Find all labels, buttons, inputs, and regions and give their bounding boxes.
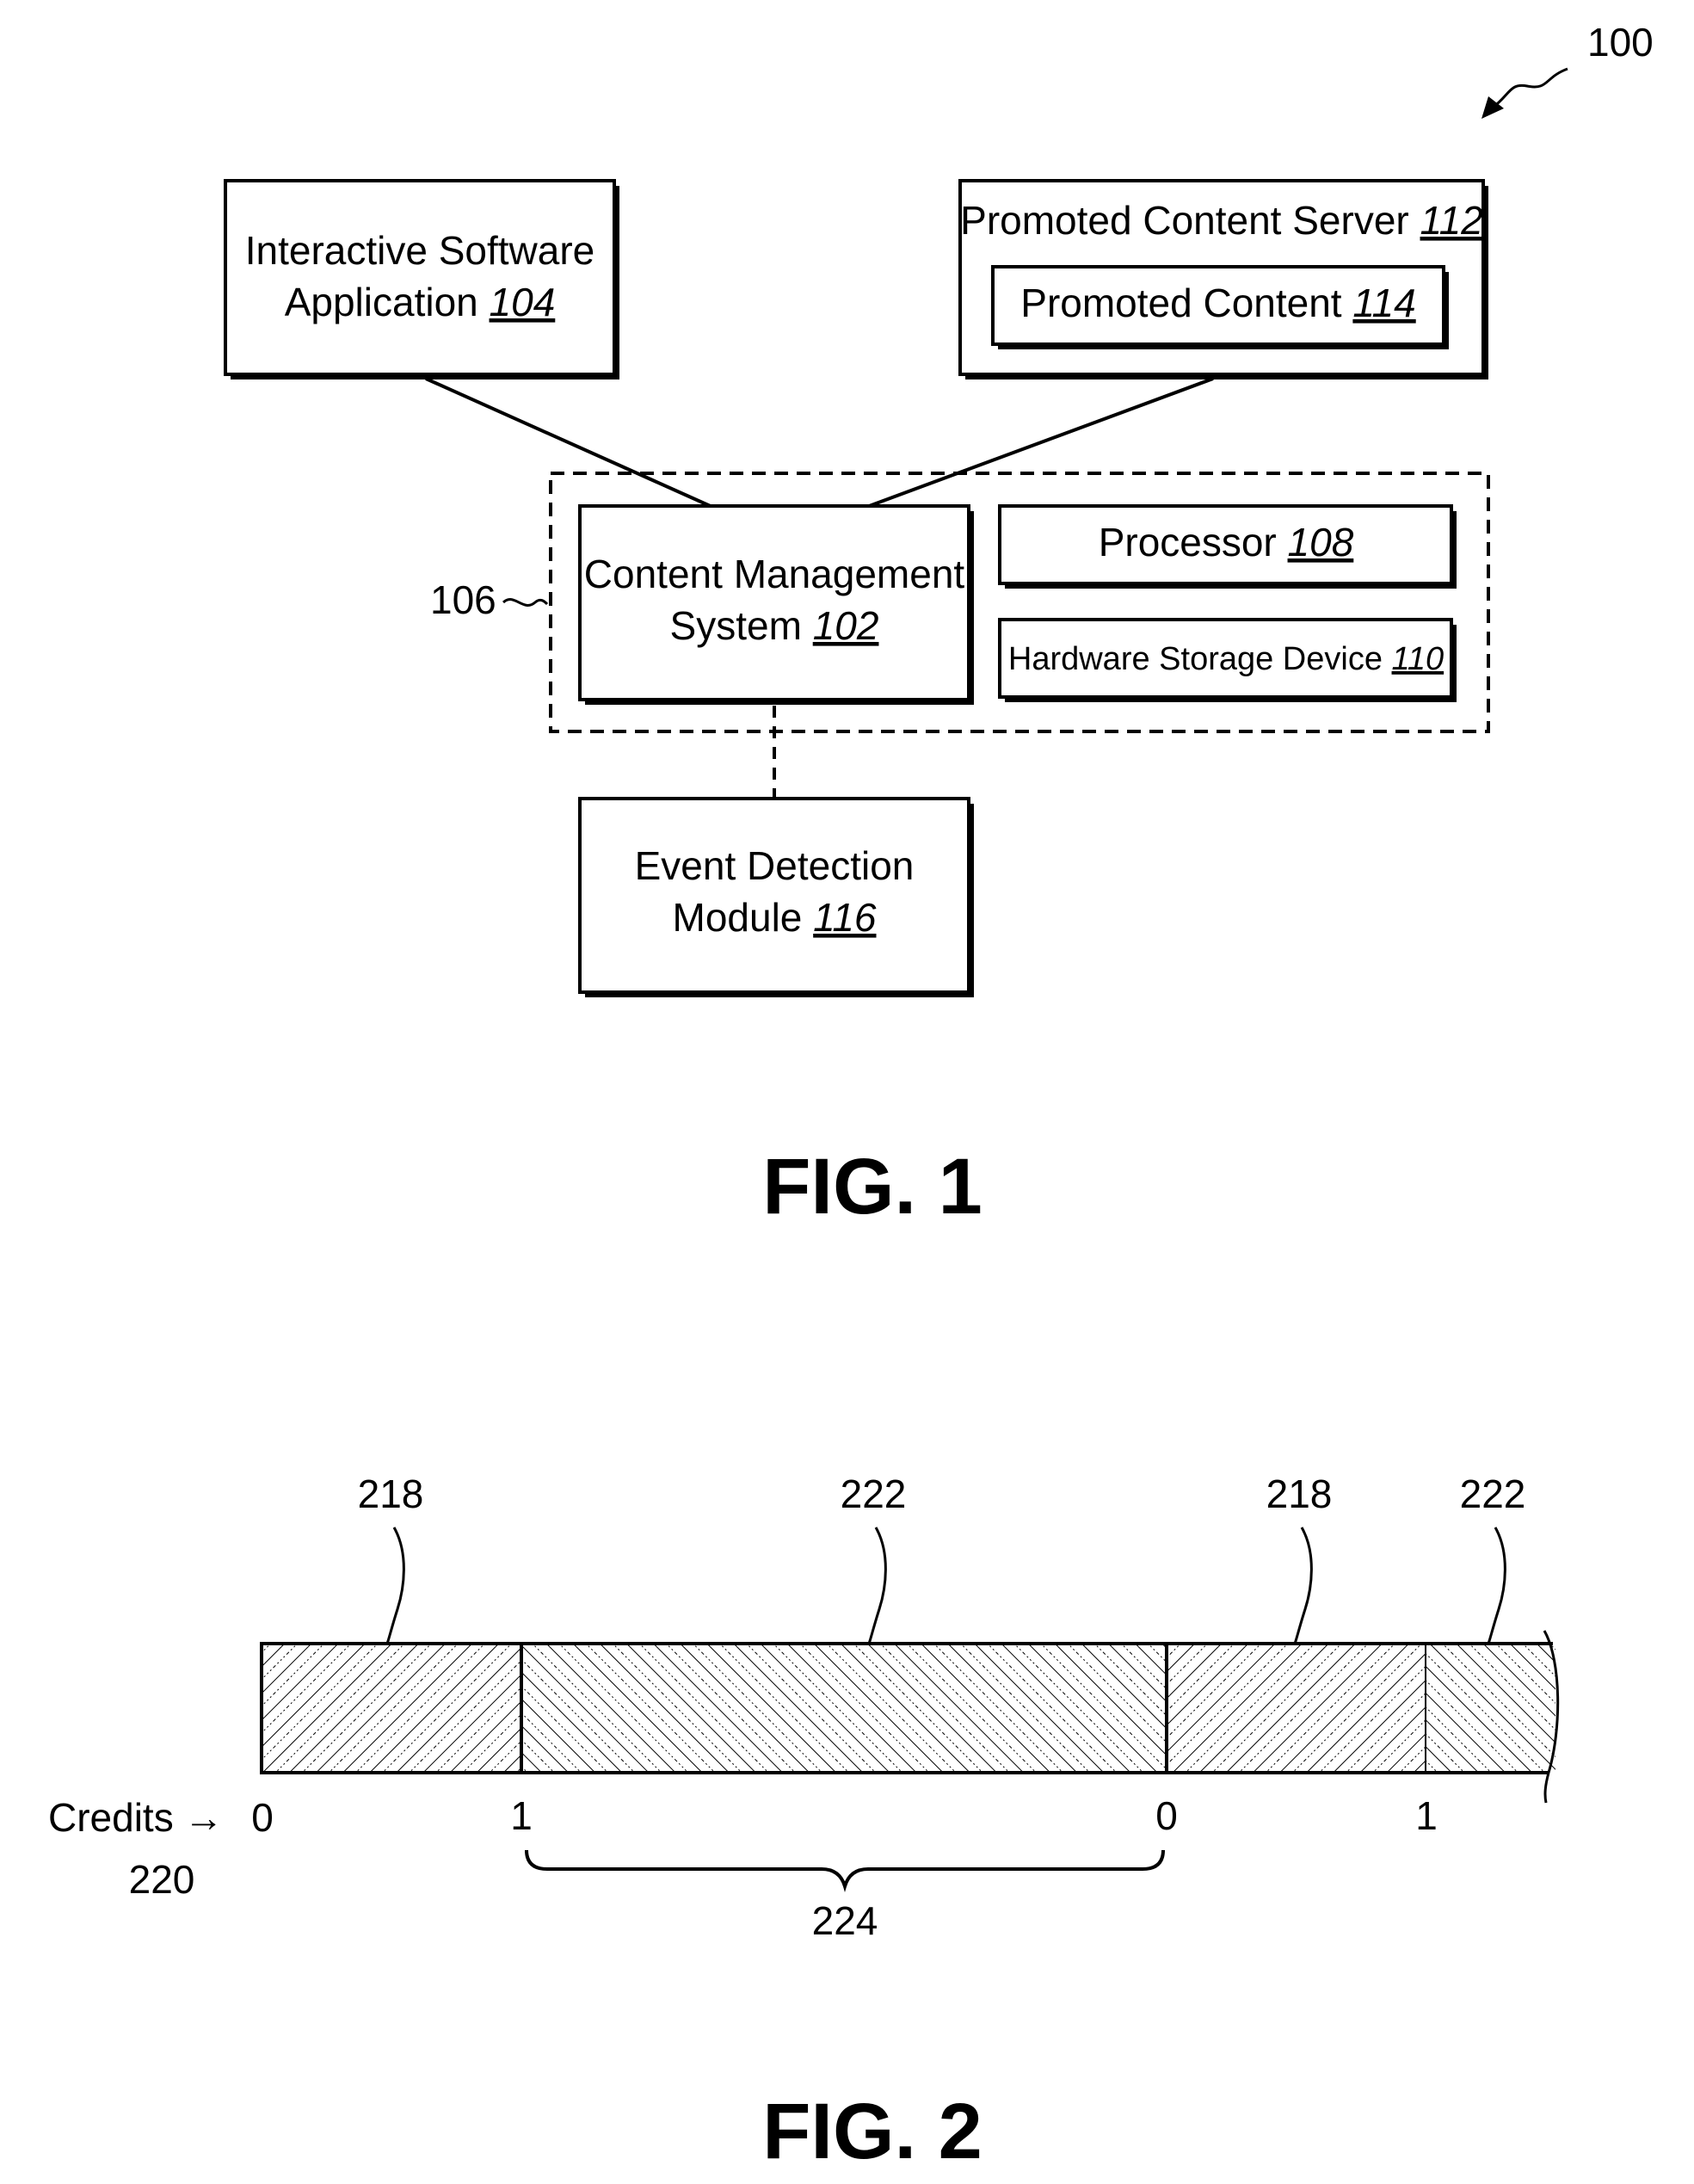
- cms-line1: Content Management: [584, 552, 965, 596]
- segment-leader-3: [1293, 1527, 1313, 1644]
- credit-value-3: 1: [1415, 1793, 1438, 1838]
- credit-value-1: 1: [510, 1793, 533, 1838]
- fig2-caption: FIG. 2: [762, 2088, 983, 2175]
- segment-leader-2: [867, 1527, 887, 1644]
- segment-218-b: [1165, 1642, 1428, 1774]
- event-line1: Event Detection: [635, 843, 915, 888]
- segment-222-b: [1426, 1644, 1555, 1773]
- segment-218-a: [260, 1642, 523, 1774]
- segment-ref-3: 218: [1266, 1471, 1333, 1516]
- system-ref-arrowhead: [1481, 96, 1504, 119]
- system-ref-100: 100: [1587, 20, 1654, 65]
- interactive-app-line2: Application 104: [285, 280, 556, 324]
- processor-label: Processor 108: [1099, 520, 1354, 565]
- promoted-content-box: Promoted Content 114: [991, 265, 1449, 349]
- interactive-app-line1: Interactive Software: [245, 228, 595, 273]
- event-line2: Module 116: [673, 895, 877, 940]
- segment-ref-2: 222: [841, 1471, 907, 1516]
- storage-label: Hardware Storage Device 110: [1008, 641, 1444, 677]
- promoted-content-label: Promoted Content 114: [1020, 281, 1415, 325]
- promoted-content-server-box: Promoted Content Server 112 Promoted Con…: [958, 179, 1488, 379]
- hardware-storage-device-box: Hardware Storage Device 110: [998, 618, 1457, 702]
- system-ref-leader: [1492, 67, 1568, 109]
- link-server-to-cms: [864, 377, 1214, 509]
- duration-brace: [525, 1849, 1165, 1892]
- fig2: 218 222 218 222 Credits→ 0 1 0 1 220 224…: [48, 1471, 1560, 2175]
- fig1-caption: FIG. 1: [762, 1143, 983, 1231]
- bar-break-mark: [1543, 1630, 1560, 1804]
- segment-ref-4: 222: [1460, 1471, 1526, 1516]
- processor-box: Processor 108: [998, 504, 1457, 589]
- credits-ref-220: 220: [129, 1857, 195, 1902]
- segment-leader-1: [385, 1527, 405, 1644]
- interactive-software-application-box: Interactive Software Application 104: [224, 179, 619, 379]
- segment-222-a: [520, 1642, 1168, 1774]
- promoted-server-label: Promoted Content Server 112: [960, 198, 1483, 243]
- computing-group-106: [549, 472, 1490, 733]
- event-detection-module-box: Event Detection Module 116: [578, 797, 974, 997]
- brace-ref-224: 224: [812, 1898, 878, 1943]
- link-app-to-cms: [425, 377, 715, 509]
- credit-value-2: 0: [1155, 1793, 1178, 1838]
- fig1: 100 Interactive Software Application 104…: [224, 20, 1654, 1231]
- credits-label: Credits→: [48, 1795, 224, 1840]
- segment-ref-1: 218: [358, 1471, 424, 1516]
- segment-leader-4: [1487, 1527, 1506, 1644]
- credit-value-0: 0: [251, 1795, 274, 1840]
- group-ref-leader: [502, 598, 549, 607]
- group-ref-106: 106: [430, 577, 496, 622]
- cms-line2: System 102: [670, 603, 879, 648]
- content-management-system-box: Content Management System 102: [578, 504, 974, 705]
